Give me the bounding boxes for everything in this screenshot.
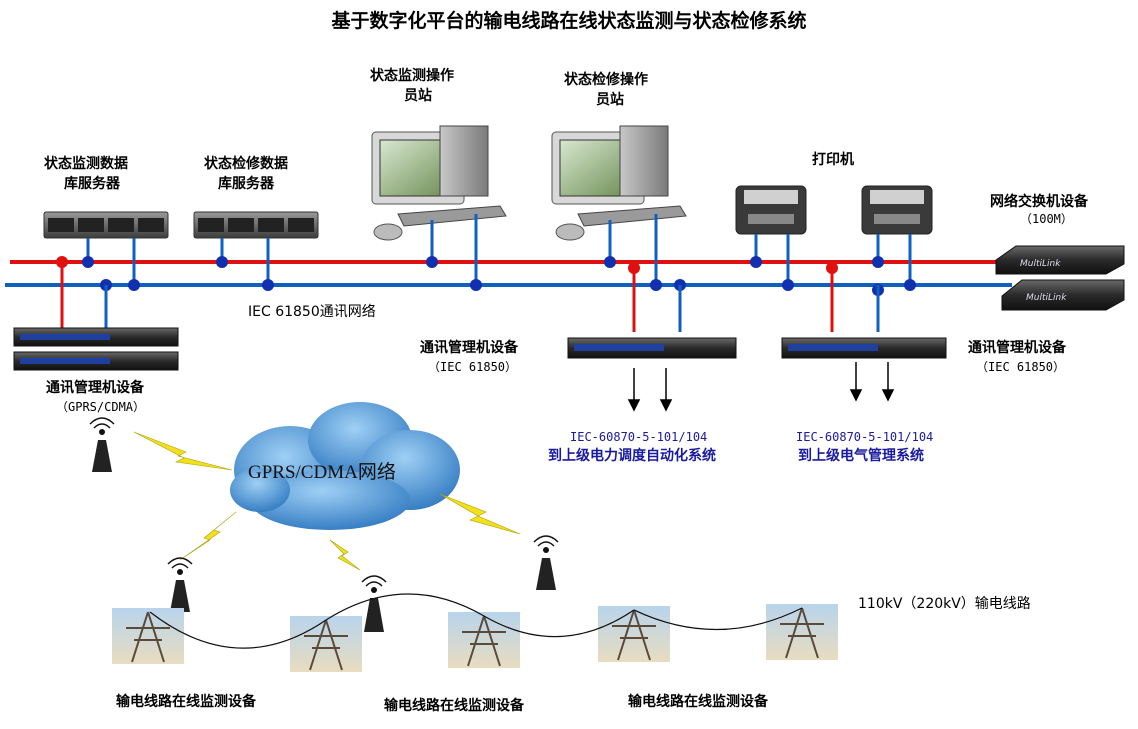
down-arrows (627, 362, 895, 412)
comm-manager-mid (567, 337, 737, 359)
transmission-tower-icon (112, 608, 184, 664)
switch-speed-label: （100M） (1020, 212, 1073, 226)
monitor-db-server (43, 211, 169, 239)
bus-nodes (82, 256, 916, 296)
line-voltage-label: 110kV（220kV）输电线路 (858, 596, 1031, 612)
dest-mid-label: 到上级电力调度自动化系统 (548, 448, 716, 464)
lightning-icon (133, 431, 521, 571)
bus-nodes-red (56, 256, 838, 274)
monitor-station-label-2: 员站 (404, 88, 432, 104)
switch-brand-label: MultiLink (1020, 259, 1061, 269)
monitor-device-label-3: 输电线路在线监测设备 (628, 694, 768, 710)
repair-workstation-icon (551, 125, 687, 241)
repair-station-label-2: 员站 (596, 92, 624, 108)
dest-right-label: 到上级电气管理系统 (798, 448, 924, 464)
monitor-station-label: 状态监测操作 (370, 68, 454, 84)
comm-mid-label: 通讯管理机设备 (420, 340, 518, 356)
comm-right-label: 通讯管理机设备 (968, 340, 1066, 356)
comm-gprs-proto: （GPRS/CDMA） (56, 400, 146, 414)
antenna-icon (533, 535, 559, 590)
comm-mid-proto: （IEC 61850） (428, 360, 518, 374)
comm-right-proto: （IEC 61850） (976, 360, 1066, 374)
network-switch-icon: MultiLink (995, 245, 1125, 275)
transmission-tower-icon (448, 612, 520, 668)
network-switch-icon: MultiLink (1001, 279, 1125, 311)
page-title: 基于数字化平台的输电线路在线状态监测与状态检修系统 (331, 10, 807, 32)
transmission-tower-icon (290, 616, 362, 672)
monitor-db-server-label: 状态监测数据 (44, 156, 128, 172)
comm-gprs-label: 通讯管理机设备 (46, 380, 144, 396)
comm-manager-right (781, 337, 947, 359)
comm-manager-gprs (13, 327, 179, 371)
printer-icon (735, 185, 807, 235)
power-line (149, 593, 803, 649)
drops (86, 214, 912, 285)
transmission-tower-icon (598, 606, 670, 662)
printer-label: 打印机 (812, 152, 854, 168)
switch-label: 网络交换机设备 (990, 194, 1088, 210)
antenna-icon (361, 575, 387, 632)
gprs-cdma-cloud (230, 402, 460, 530)
monitor-device-label-2: 输电线路在线监测设备 (384, 698, 524, 714)
repair-station-label: 状态检修操作 (564, 72, 648, 88)
proto-right-label: IEC-60870-5-101/104 (796, 430, 934, 444)
repair-db-server-label: 状态检修数据 (204, 156, 288, 172)
monitor-db-server-label-2: 库服务器 (64, 176, 120, 192)
switch-brand-label: MultiLink (1026, 293, 1067, 303)
antenna-icon (167, 557, 193, 612)
antenna-icon (89, 417, 115, 472)
transmission-tower-icon (766, 604, 838, 660)
printer-icon (861, 185, 933, 235)
proto-mid-label: IEC-60870-5-101/104 (570, 430, 708, 444)
monitor-workstation-icon (371, 125, 507, 241)
repair-db-server (193, 211, 319, 239)
cloud-label: GPRS/CDMA网络 (248, 461, 396, 483)
network-label: IEC 61850通讯网络 (248, 304, 376, 320)
repair-db-server-label-2: 库服务器 (218, 176, 274, 192)
monitor-device-label-1: 输电线路在线监测设备 (116, 694, 256, 710)
